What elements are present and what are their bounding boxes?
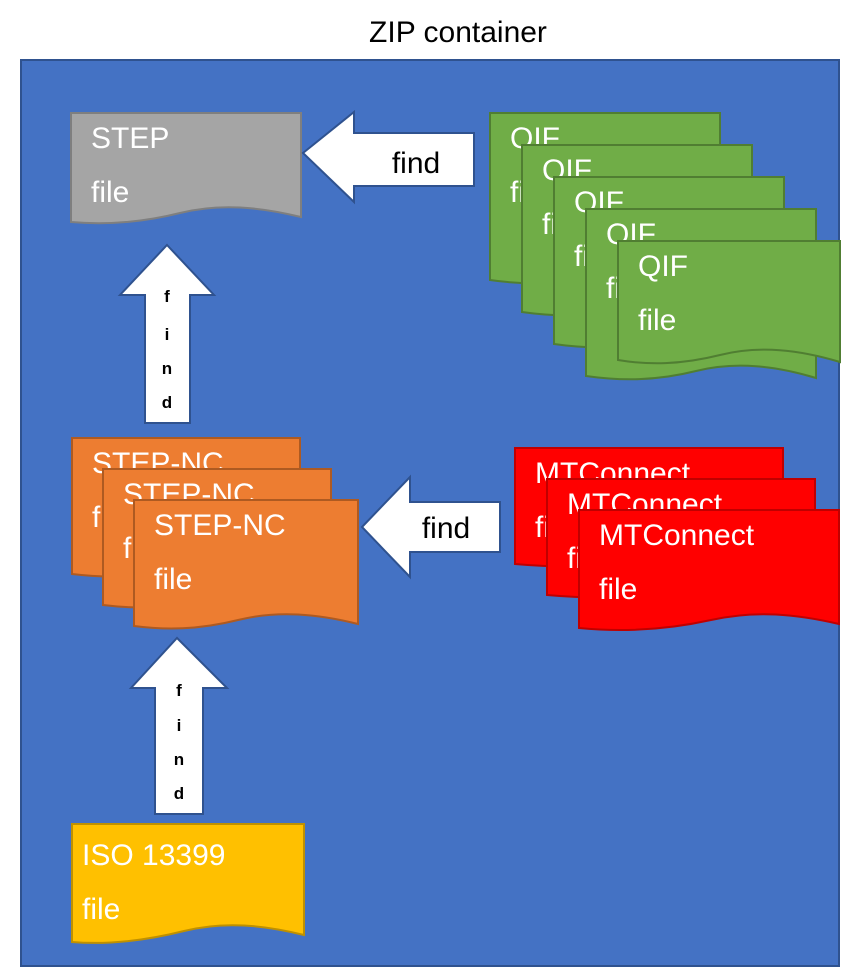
mtconnect-to-stepnc-arrow: find [360, 474, 501, 580]
mtconnect-file-document-3[interactable]: MTConnect file [578, 509, 840, 631]
qif-file-5-label-line2: file [638, 304, 676, 337]
step-file-label-line2: file [91, 176, 129, 209]
stepnc-to-step-arrow-letter-2: i [165, 325, 170, 344]
diagram-title: ZIP container [369, 16, 547, 49]
step-file-label-line1: STEP [91, 122, 169, 155]
iso13399-file-label-line1: ISO 13399 [82, 839, 225, 872]
qif-to-step-arrow: find [301, 109, 475, 205]
mtconnect-file-3-label-line1: MTConnect [599, 519, 755, 552]
stepnc-file-3-label-line1: STEP-NC [154, 509, 286, 542]
stepnc-file-3-label-line2: file [154, 563, 192, 596]
qif-file-document-5[interactable]: QIF file [617, 240, 841, 365]
iso-to-stepnc-arrow-letter-3: n [174, 750, 184, 769]
iso-to-stepnc-arrow-letter-4: d [174, 784, 184, 803]
stepnc-to-step-arrow-letter-4: d [162, 393, 172, 412]
mtconnect-to-stepnc-arrow-label: find [422, 512, 470, 545]
stepnc-file-stack: STEP-NC file STEP-NC file STEP-NC file [71, 437, 359, 630]
iso13399-file-document[interactable]: ISO 13399 file [71, 823, 305, 944]
iso-to-stepnc-arrow: f i n d [128, 636, 230, 815]
stepnc-file-document-3[interactable]: STEP-NC file [133, 499, 359, 630]
mtconnect-file-3-label-line2: file [599, 573, 637, 606]
stepnc-to-step-arrow: f i n d [117, 243, 217, 424]
qif-to-step-arrow-label: find [392, 147, 440, 180]
stepnc-to-step-arrow-letter-3: n [162, 359, 172, 378]
step-file-document[interactable]: STEP file [70, 112, 302, 225]
stepnc-to-step-arrow-letter-1: f [164, 287, 170, 306]
mtconnect-file-stack: MTConnect file MTConnect file MTConnect … [514, 447, 840, 631]
qif-file-5-label-line1: QIF [638, 250, 688, 283]
iso-to-stepnc-arrow-letter-2: i [177, 716, 182, 735]
qif-file-stack: QIF file QIF file QIF file QIF file [489, 112, 841, 381]
iso13399-file-label-line2: file [82, 893, 120, 926]
iso-to-stepnc-arrow-letter-1: f [176, 681, 182, 700]
